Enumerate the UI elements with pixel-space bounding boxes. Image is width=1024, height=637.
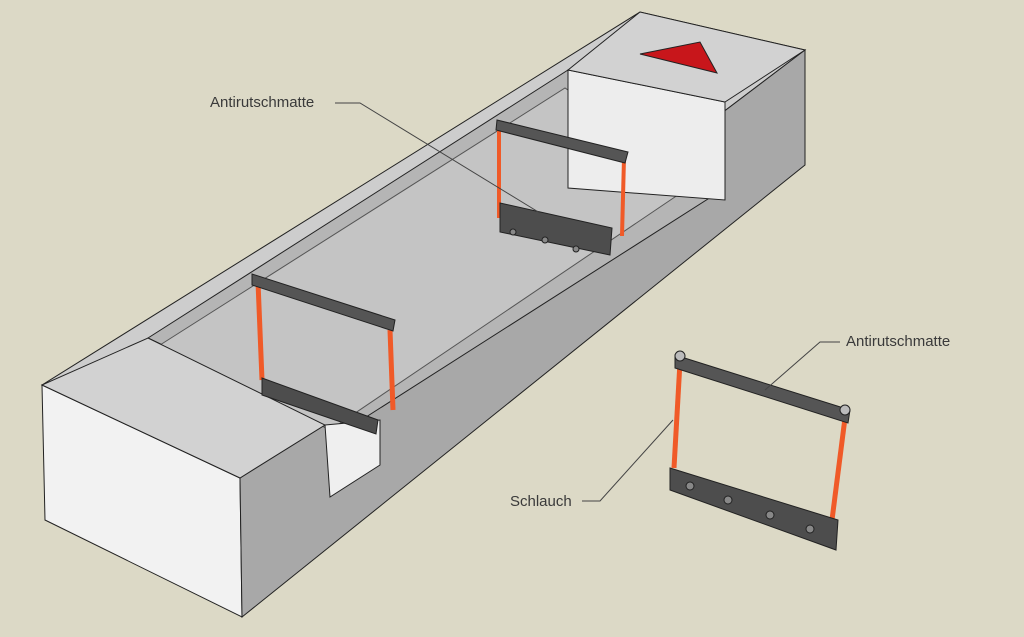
near-block-top: [40, 337, 327, 479]
label-schlauch: Schlauch: [510, 493, 572, 510]
frame-back: [495, 119, 629, 256]
leader-lines: [335, 102, 840, 502]
frame-front: [251, 273, 396, 435]
trough-box: [40, 11, 807, 619]
label-antirutschmatte-detail: Antirutschmatte: [846, 333, 951, 350]
direction-arrow-icon: [639, 41, 718, 74]
label-antirutschmatte-top: Antirutschmatte: [210, 94, 315, 111]
frame-detail: [669, 350, 851, 551]
